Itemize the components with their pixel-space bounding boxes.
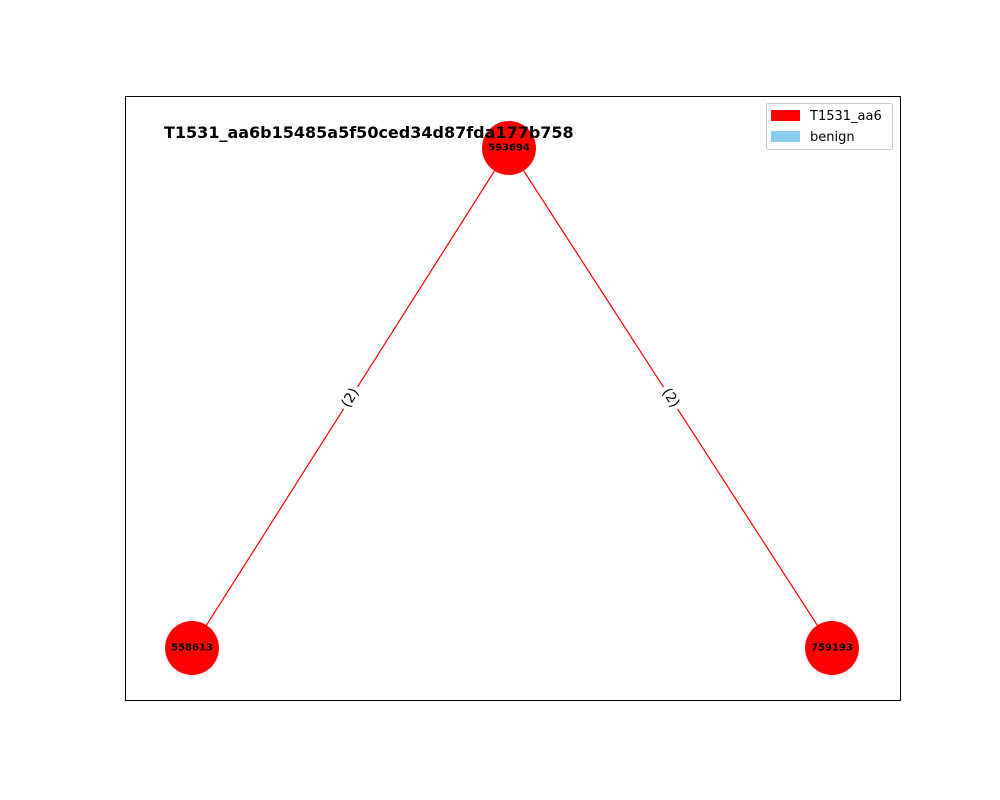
- node-759193: 759193: [805, 621, 859, 675]
- edge-label-background: [655, 382, 686, 414]
- axes-frame: [125, 96, 901, 701]
- edges-layer: (2)(2): [191, 147, 833, 649]
- node-label: 593694: [488, 143, 530, 154]
- legend-swatch: [771, 131, 800, 142]
- legend-label: benign: [810, 130, 855, 145]
- node-558613: 558613: [165, 621, 219, 675]
- legend-label: T1531_aa6: [809, 109, 882, 124]
- node-label: 558613: [171, 643, 213, 654]
- node-label: 759193: [811, 643, 853, 654]
- graph-title: T1531_aa6b15485a5f50ced34d87fda177b758: [164, 123, 574, 142]
- nodes-layer: 593694 558613 759193: [165, 121, 859, 675]
- edge-label-background: [335, 382, 366, 414]
- node-593694: 593694: [482, 121, 536, 175]
- node-circle: [805, 621, 859, 675]
- node-circle: [482, 121, 536, 175]
- legend-swatch: [771, 110, 800, 121]
- node-circle: [165, 621, 219, 675]
